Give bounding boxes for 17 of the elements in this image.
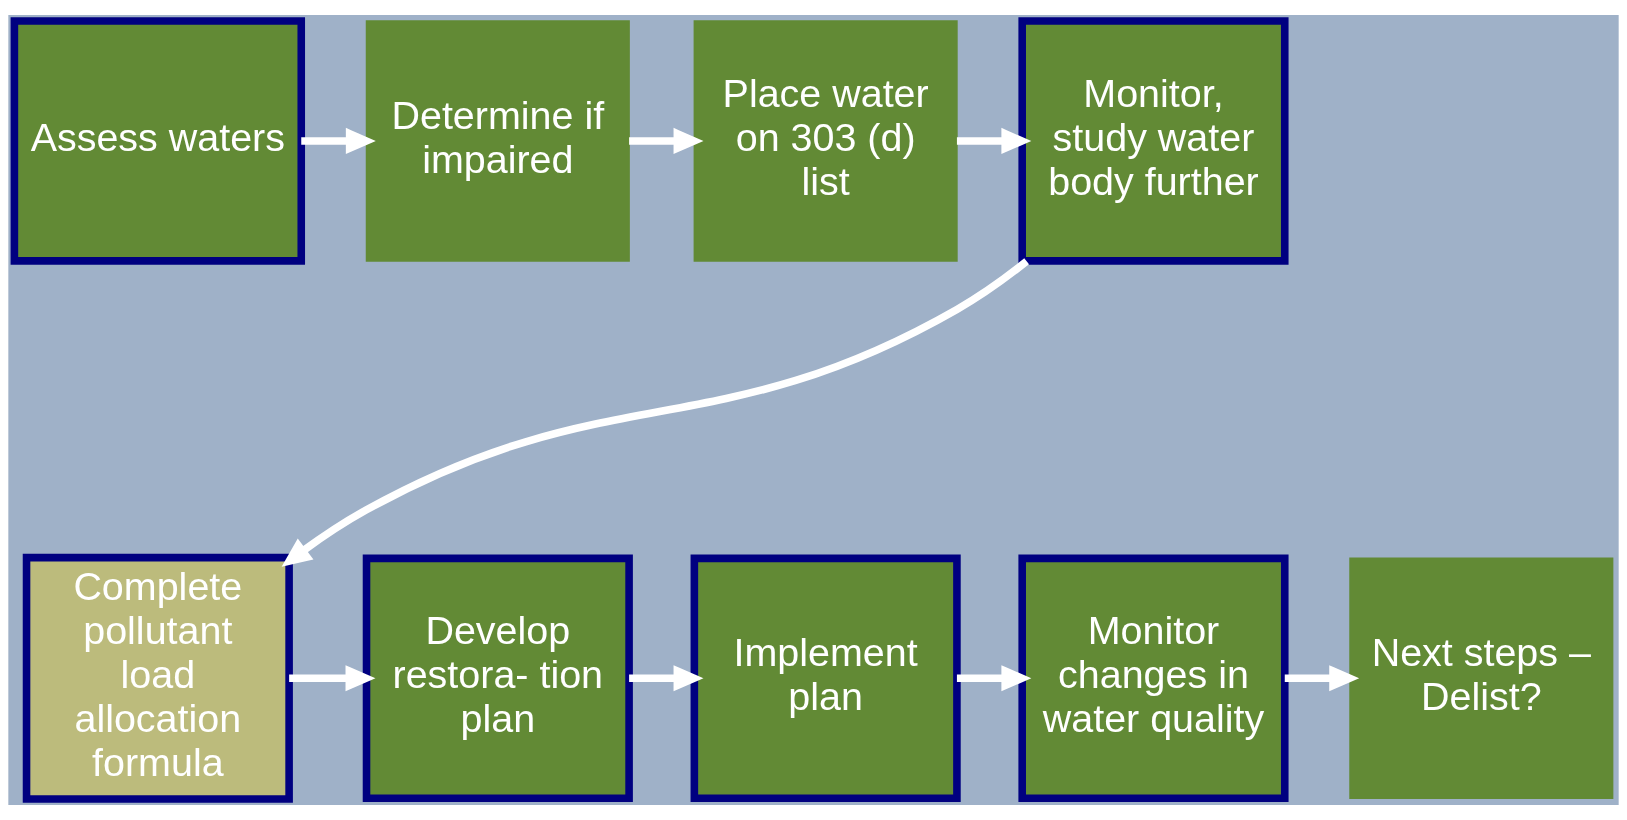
node-box: Implement plan [690,554,961,802]
arrow [629,127,704,155]
node-box: Complete pollutant load allocation formula [22,553,293,803]
arrow [281,258,1029,567]
node-box: Monitor, study water body further [1018,17,1289,265]
arrow [289,665,376,692]
node-box: Assess waters [10,17,306,265]
node-box: Place water on 303 (d) list [693,20,958,262]
node-box: Monitor changes in water quality [1018,554,1289,802]
node-box: Develop restora- tion plan [362,554,633,802]
arrow [1284,665,1360,692]
arrow [956,665,1032,692]
node-box: Determine if impaired [365,20,630,262]
arrow [629,665,704,692]
arrow [301,127,376,155]
arrow [956,127,1032,155]
node-box: Next steps – Delist? [1349,557,1614,799]
